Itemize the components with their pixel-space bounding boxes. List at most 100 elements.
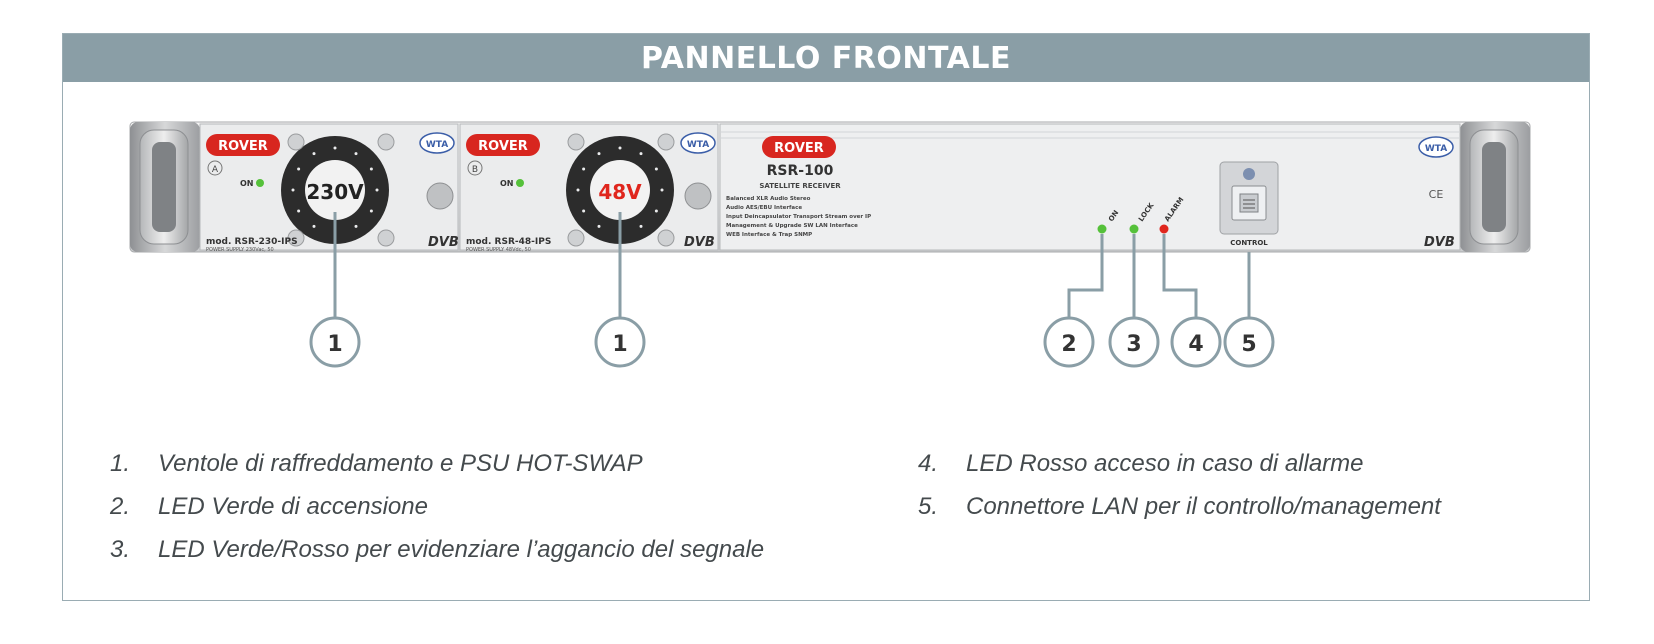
callout-circle [1108,316,1160,368]
psu-module-a: ROVER A ON 230V WTA mod. RSR-230-IPS POW… [199,123,459,253]
psu-a-brand: ROVER [218,139,268,154]
psu-b-model: mod. RSR-48-IPS [466,237,551,247]
callout-circle [594,316,646,368]
fan-grille-dot [333,146,337,150]
psu-a-model: mod. RSR-230-IPS [206,237,298,247]
fan-grille-dot [582,209,586,213]
feature-item: Management & Upgrade SW LAN Interface [726,223,858,229]
power-led [1097,224,1107,234]
right-rack-handle [1460,122,1530,252]
psu-a-on-label: ON [240,179,254,188]
fan-grille-dot [354,224,358,228]
fan-grille-dot [354,152,358,156]
psu-a-fan-label: 230V [306,180,364,204]
callout-number: 1 [612,332,627,357]
psu-module-b: ROVER B ON 48V WTA mod. RSR-48-IPS POWER… [459,123,719,253]
callout-line-4 [1162,234,1198,318]
left-rack-handle [130,122,200,252]
callout-circle [1043,316,1095,368]
callout-number: 5 [1241,332,1256,357]
legend-item: 4. LED Rosso acceso in caso di allarme [918,450,1364,478]
fan-grille-dot [654,167,658,171]
legend-item: 1. Ventole di raffreddamento e PSU HOT-SW… [110,450,643,478]
legend-text: Ventole di raffreddamento e PSU HOT-SWAP [158,450,643,477]
legend-text: LED Verde di accensione [158,493,428,520]
fan-grille-dot [375,188,379,192]
wta-badge [1418,136,1454,158]
legend-number: 5. [918,493,939,520]
rover-logo [762,136,836,158]
fan-grille-dot [369,167,373,171]
psu-a-model-sub: POWER SUPPLY 230Vac, 50 [206,247,274,253]
psu-a-on-led [256,179,264,187]
control-label: CONTROL [1230,239,1268,247]
fan-grille-dot [654,209,658,213]
legend-item: 2. LED Verde di accensione [110,493,428,521]
fan-grille-dot [597,224,601,228]
legend-number: 3. [110,536,131,563]
fan-grille-dot [369,209,373,213]
psu-b-brand: ROVER [478,139,528,154]
legend-number: 2. [110,493,131,520]
callout-circle [1170,316,1222,368]
legend-item: 5. Connettore LAN per il controllo/manage… [918,493,1441,521]
legend-number: 4. [918,450,939,477]
ce-mark: CE [1429,188,1444,201]
legend-text: LED Verde/Rosso per evidenziare l’agganc… [158,536,765,563]
fan-grille-dot [582,167,586,171]
feature-list: Balanced XLR Audio Stereo Audio AES/EBU … [726,196,871,238]
fan-grille-dot [597,152,601,156]
callout-number: 2 [1061,332,1076,357]
psu-b-on-led [516,179,524,187]
legend-text: Connettore LAN per il controllo/manageme… [966,493,1441,520]
receiver-subtitle: SATELLITE RECEIVER [759,182,841,190]
psu-b-badge: WTA [687,140,709,150]
legend-item: 3. LED Verde/Rosso per evidenziare l’agga… [110,536,764,564]
callout-markers: 1 1 2 3 4 5 [309,316,1275,368]
legend-number: 1. [110,450,131,477]
callout-circle [1223,316,1275,368]
feature-item: Audio AES/EBU Interface [726,205,802,211]
receiver-panel: ROVER RSR-100 SATELLITE RECEIVER Balance… [719,123,1461,251]
fan-grille-dot [297,167,301,171]
fan-grille-dot [618,146,622,150]
lock-led [1129,224,1139,234]
callout-number: 4 [1188,332,1203,357]
fan-grille-dot [660,188,664,192]
callout-number: 1 [327,332,342,357]
psu-b-fan-label: 48V [598,180,642,204]
psu-a-slot: A [212,165,219,175]
fan-grille-dot [639,152,643,156]
callout-number: 3 [1126,332,1141,357]
fan-grille-dot [312,152,316,156]
rover-logo [206,134,280,156]
receiver-model: RSR-100 [767,163,834,179]
psu-a-fan: 230V [281,136,389,244]
psu-b-slot: B [472,165,478,175]
psu-a-dvb: DVB [428,235,459,250]
psu-b-on-label: ON [500,179,514,188]
feature-item: Input Deincapsulator Transport Stream ov… [726,214,871,220]
fan-grille-dot [312,224,316,228]
callout-line-2 [1067,234,1104,318]
alarm-led [1159,224,1169,234]
page-title: PANNELLO FRONTALE [63,34,1589,82]
feature-item: Balanced XLR Audio Stereo [726,196,811,202]
main-badge: WTA [1425,144,1447,154]
main-dvb: DVB [1424,235,1455,250]
psu-b-model-sub: POWER SUPPLY 48Vdc, 50 [466,247,531,253]
wta-badge [419,132,455,154]
legend-text: LED Rosso acceso in caso di allarme [966,450,1364,477]
callout-lines [333,212,1251,318]
lan-connector [1219,161,1279,235]
psu-b-fan: 48V [566,136,674,244]
wta-badge [680,132,716,154]
fan-grille-dot [291,188,295,192]
fan-grille-dot [639,224,643,228]
callout-circle [309,316,361,368]
fan-grille-dot [576,188,580,192]
rover-logo [466,134,540,156]
psu-a-badge: WTA [426,140,448,150]
psu-b-dvb: DVB [684,235,715,250]
